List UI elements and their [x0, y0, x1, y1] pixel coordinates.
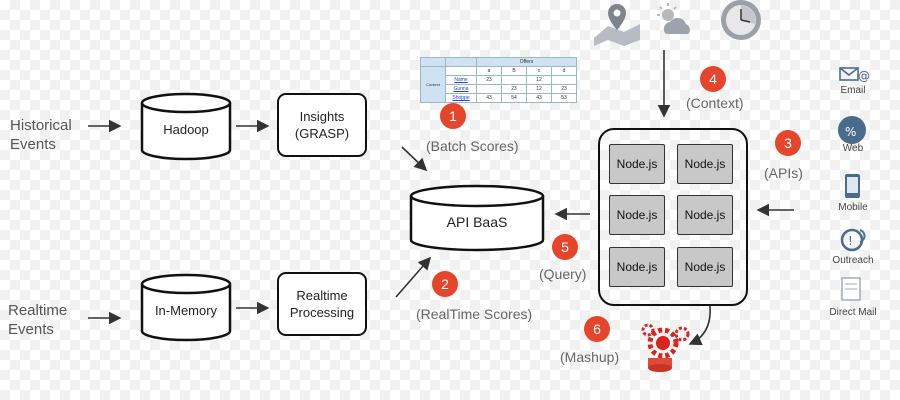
hadoop-label: Hadoop: [163, 122, 209, 137]
map-pin-icon: [594, 4, 640, 46]
api-baas-cylinder: [409, 196, 545, 252]
channel-web-label: Web: [842, 143, 864, 154]
in-memory-cylinder: [140, 284, 232, 342]
phone-icon: !: [840, 228, 866, 252]
in-memory-label: In-Memory: [154, 303, 218, 318]
nodejs-instance: Node.js: [609, 195, 665, 235]
insights-grasp-box: Insights (GRASP): [277, 93, 367, 157]
insights-line1: Insights: [299, 109, 345, 124]
mashup-label: (Mashup): [560, 349, 620, 365]
nodejs-instance: Node.js: [677, 195, 733, 235]
context-label: (Context): [686, 95, 744, 111]
hadoop-cylinder: [140, 103, 232, 161]
clock-icon: [721, 0, 761, 40]
web-icon: %: [837, 116, 866, 144]
historical-line1: Historical: [10, 117, 72, 134]
realtime-line2: Events: [8, 321, 54, 338]
realtime-events-label: Realtime Events: [8, 301, 67, 339]
historical-line2: Events: [10, 136, 56, 153]
nodejs-instance: Node.js: [677, 144, 733, 184]
svg-text:%: %: [845, 125, 856, 139]
step-badge-5: 5: [552, 234, 578, 260]
realtime-processing-box: Realtime Processing: [277, 272, 367, 336]
mail-icon: [841, 277, 861, 301]
offers-row-header: Context: [420, 66, 446, 103]
offers-cell: 53: [551, 93, 577, 103]
apis-label: (APIs): [764, 165, 803, 181]
nodejs-instance: Node.js: [609, 144, 665, 184]
step-badge-4: 4: [700, 66, 726, 92]
step-badge-1: 1: [440, 103, 466, 129]
channel-direct-mail-label: Direct Mail: [829, 307, 877, 318]
realtime-line2: Processing: [289, 305, 355, 320]
channel-email-label: Email: [840, 85, 866, 96]
realtime-scores-label: (RealTime Scores): [416, 306, 533, 322]
step-badge-6: 6: [584, 316, 610, 342]
historical-events-label: Historical Events: [10, 116, 72, 154]
email-icon: @: [839, 67, 870, 83]
mobile-icon: [845, 174, 860, 198]
svg-text:@: @: [858, 69, 870, 83]
realtime-line1: Realtime: [296, 288, 348, 303]
batch-scores-label: (Batch Scores): [426, 138, 519, 154]
insights-line2: (GRASP): [294, 126, 350, 141]
nodejs-cluster: [598, 128, 748, 306]
offers-table: Offers Context a B c d Name 23 12 Gunna …: [420, 57, 577, 103]
api-baas-label: API BaaS: [446, 214, 508, 230]
realtime-line1: Realtime: [8, 302, 68, 319]
svg-text:!: !: [848, 234, 853, 248]
channel-outreach-label: Outreach: [832, 255, 874, 266]
weather-icon: [657, 3, 690, 34]
step-badge-3: 3: [775, 130, 801, 156]
query-label: (Query): [539, 266, 587, 282]
nodejs-instance: Node.js: [609, 247, 665, 287]
channel-mobile-label: Mobile: [838, 202, 868, 213]
step-badge-2: 2: [432, 271, 458, 297]
nodejs-instance: Node.js: [677, 247, 733, 287]
